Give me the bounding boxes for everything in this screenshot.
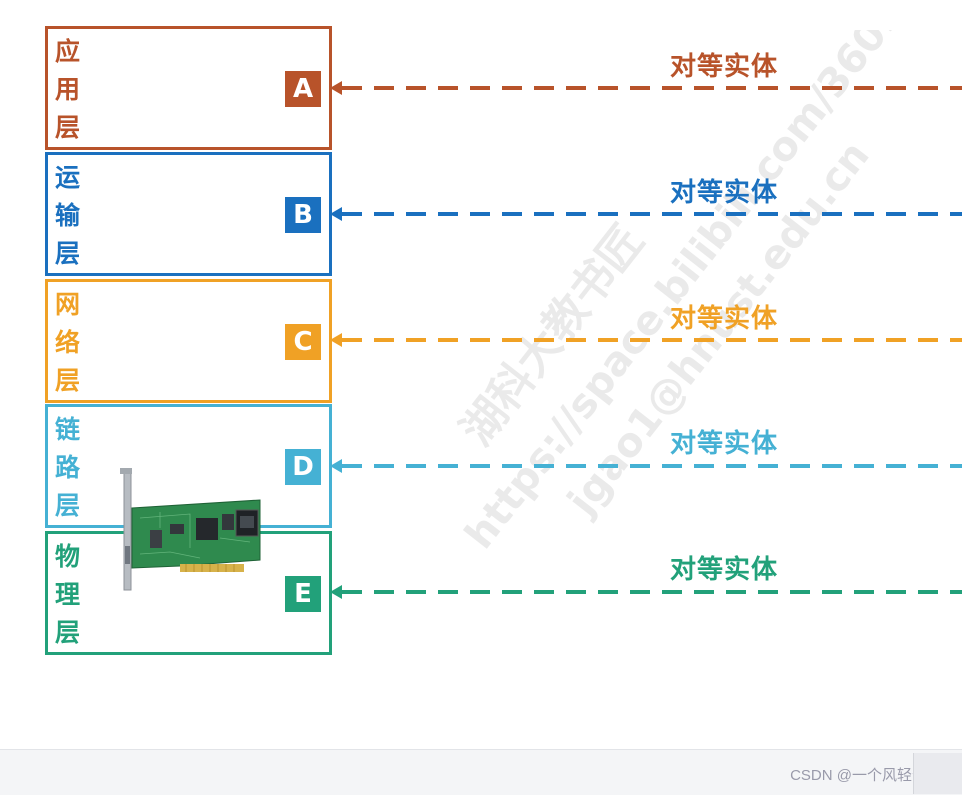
layer-badge-b: B (285, 197, 321, 233)
layer-name-physical: 物 理 层 (55, 538, 85, 652)
footer-credit: CSDN @一个风轻云淡 (790, 767, 942, 784)
layer-badge-a: A (285, 71, 321, 107)
layer-name-char: 层 (55, 618, 81, 647)
peer-line-d (328, 456, 962, 476)
layer-name-char: 层 (55, 366, 81, 395)
layer-name-char: 用 (55, 75, 81, 104)
peer-label-d: 对等实体 (670, 429, 779, 459)
layer-name-char: 路 (55, 453, 81, 482)
layer-box-application: 应 用 层 A (45, 26, 332, 150)
layer-name-char: 物 (55, 542, 81, 571)
peer-label-e: 对等实体 (670, 555, 779, 585)
layer-name-data-link: 链 路 层 (55, 411, 85, 525)
layer-name-char: 运 (55, 163, 81, 192)
peer-label-a: 对等实体 (670, 52, 779, 82)
layer-badge-e: E (285, 576, 321, 612)
layer-name-char: 层 (55, 113, 81, 142)
layer-name-char: 输 (55, 201, 81, 230)
layer-name-char: 理 (55, 580, 81, 609)
layer-box-network: 网 络 层 C (45, 279, 332, 403)
layer-badge-d: D (285, 449, 321, 485)
peer-label-b: 对等实体 (670, 178, 779, 208)
layer-name-char: 网 (55, 290, 81, 319)
layer-name-application: 应 用 层 (55, 33, 85, 147)
layer-name-network: 网 络 层 (55, 286, 85, 400)
layer-name-char: 层 (55, 491, 81, 520)
peer-line-a (328, 78, 962, 98)
layer-badge-c: C (285, 324, 321, 360)
layer-name-transport: 运 输 层 (55, 159, 85, 273)
peer-label-c: 对等实体 (670, 304, 779, 334)
peer-line-e (328, 582, 962, 602)
corner-widget[interactable] (913, 753, 962, 794)
peer-line-c (328, 330, 962, 350)
layer-name-char: 链 (55, 415, 81, 444)
layer-name-char: 层 (55, 239, 81, 268)
layer-box-transport: 运 输 层 B (45, 152, 332, 276)
peer-line-b (328, 204, 962, 224)
layer-name-char: 络 (55, 328, 81, 357)
network-card-image (120, 468, 261, 591)
layer-name-char: 应 (55, 37, 81, 66)
footer-bar: CSDN @一个风轻云淡 (0, 749, 962, 795)
